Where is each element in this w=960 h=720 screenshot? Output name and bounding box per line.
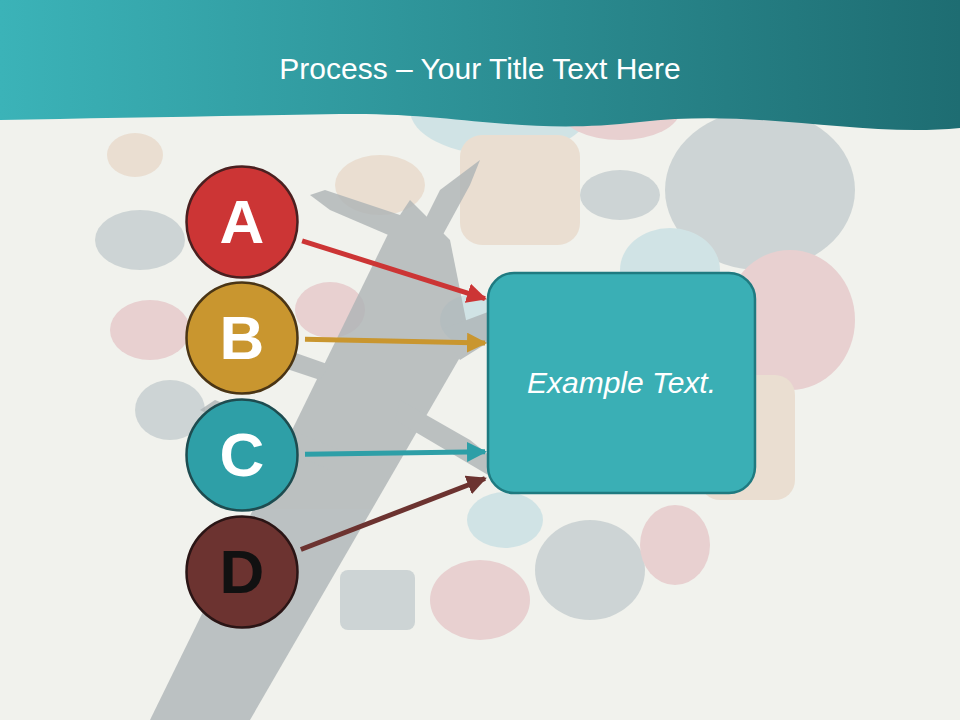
arrow-connector	[305, 452, 485, 454]
step-circle: A	[185, 165, 299, 279]
header-band	[0, 0, 960, 130]
step-letter: B	[220, 307, 265, 369]
step-letter: A	[220, 191, 265, 253]
step-letter: C	[220, 424, 265, 486]
slide-title: Process – Your Title Text Here	[0, 52, 960, 86]
arrow-connector	[302, 241, 485, 299]
step-letter: D	[220, 541, 265, 603]
text-box: Example Text.	[487, 272, 756, 494]
step-circle: D	[185, 515, 299, 629]
arrow-connector	[301, 478, 485, 549]
arrow-connector	[305, 339, 485, 343]
box-text: Example Text.	[497, 361, 746, 405]
step-circle: C	[185, 398, 299, 512]
step-circle: B	[185, 281, 299, 395]
speech-bubbles	[95, 65, 855, 640]
